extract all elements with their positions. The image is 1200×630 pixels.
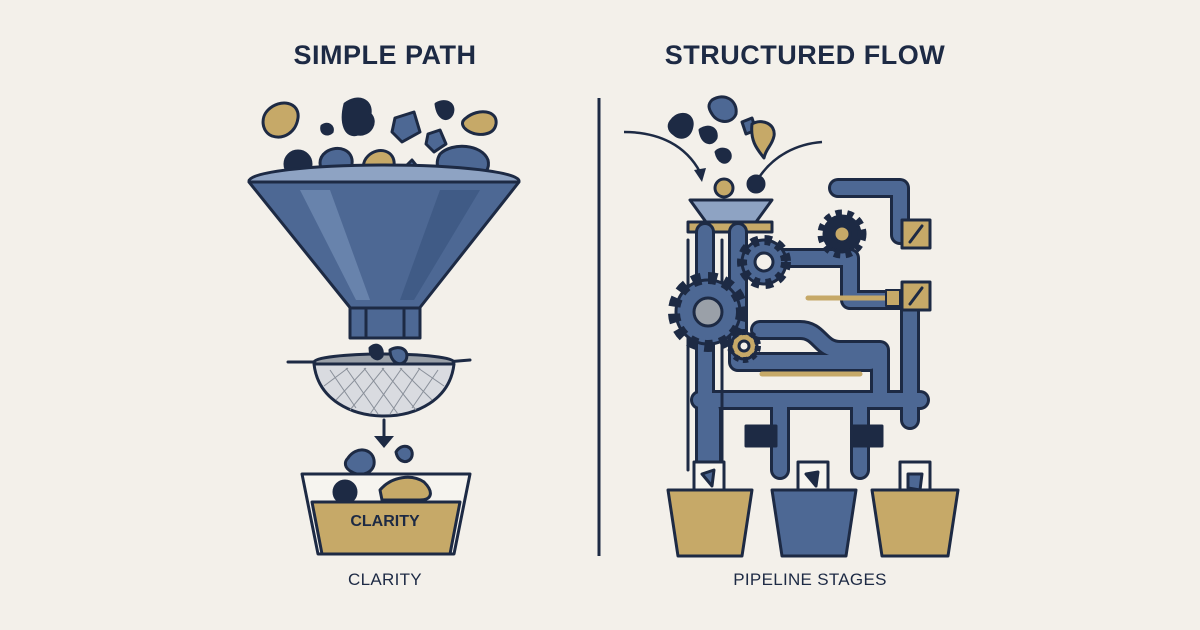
- valves: [744, 218, 932, 448]
- funnel: [247, 163, 521, 340]
- down-arrow-icon: [374, 418, 394, 448]
- bin-stage-1: [666, 460, 754, 558]
- clarity-bin: [300, 444, 472, 556]
- pipeline-stages-caption: PIPELINE STAGES: [733, 570, 887, 589]
- gears: [668, 209, 867, 363]
- clarity-caption: CLARITY: [348, 570, 422, 589]
- falling-pieces-right: [623, 95, 823, 199]
- strainer: [286, 343, 472, 418]
- simple-path-title: SIMPLE PATH: [293, 40, 477, 70]
- structured-flow-title: STRUCTURED FLOW: [664, 40, 946, 70]
- clarity-bin-label: CLARITY: [350, 513, 420, 530]
- bin-stage-3: [870, 460, 960, 558]
- bin-stage-2: [770, 460, 858, 558]
- output-bins: [666, 460, 960, 558]
